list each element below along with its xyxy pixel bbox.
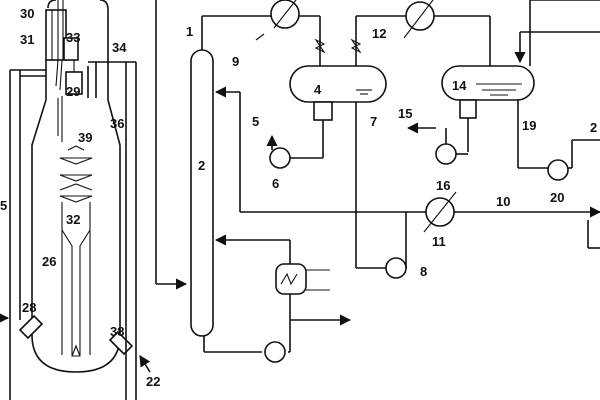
main-fractionator-column (190, 15, 600, 363)
drum-14 (441, 65, 535, 101)
drum-14-system (406, 0, 600, 249)
label-7: 7 (370, 114, 377, 129)
pump-6 (269, 147, 291, 169)
cyclone-secondary (63, 37, 79, 61)
label-38: 38 (110, 324, 124, 339)
label-16: 16 (436, 178, 450, 193)
label-31: 31 (20, 32, 34, 47)
reflux-drum-4 (289, 65, 387, 103)
label-33: 33 (66, 30, 80, 45)
label-26: 26 (42, 254, 56, 269)
label-10: 10 (496, 194, 510, 209)
cyclone-primary (45, 9, 67, 61)
pump-20 (547, 159, 569, 181)
label-5-left: 5 (0, 198, 7, 213)
reboiler-exchanger (275, 263, 307, 295)
exchanger-12 (405, 1, 435, 31)
label-11: 11 (432, 234, 446, 249)
label-5: 5 (252, 114, 259, 129)
label-39: 39 (78, 130, 92, 145)
label-9: 9 (232, 54, 239, 69)
feed-nozzle-28 (18, 314, 44, 340)
label-30: 30 (20, 6, 34, 21)
reactor (0, 0, 188, 400)
label-19: 19 (522, 118, 536, 133)
label-4: 4 (314, 82, 322, 97)
callout-labels: 30 31 33 34 29 39 36 5 32 26 28 38 22 1 … (0, 6, 597, 389)
label-20: 20 (550, 190, 564, 205)
label-12: 12 (372, 26, 386, 41)
label-28: 28 (22, 300, 36, 315)
label-15: 15 (398, 106, 412, 121)
label-2: 2 (198, 158, 205, 173)
label-14: 14 (452, 78, 467, 93)
label-2-right: 2 (590, 120, 597, 135)
label-6: 6 (272, 176, 279, 191)
pump-8 (385, 257, 407, 279)
overhead-system (255, 0, 491, 279)
label-36: 36 (110, 116, 124, 131)
label-1: 1 (186, 24, 193, 39)
label-22: 22 (146, 374, 160, 389)
label-8: 8 (420, 264, 427, 279)
label-32: 32 (66, 212, 80, 227)
label-29: 29 (66, 84, 80, 99)
bottom-pump (264, 341, 286, 363)
pump-16 (435, 143, 457, 165)
label-34: 34 (112, 40, 127, 55)
